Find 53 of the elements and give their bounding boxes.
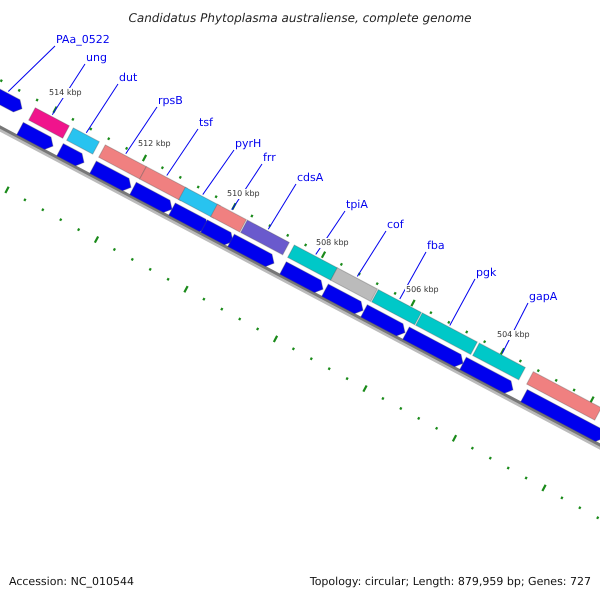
scale-label: 504 kbp	[496, 330, 531, 340]
coding-sequence-block	[279, 261, 324, 294]
coding-sequence-block	[459, 356, 514, 394]
coding-sequence-block	[227, 234, 275, 268]
gene-label: frr	[263, 152, 276, 163]
gene-label: tsf	[199, 117, 213, 128]
coding-sequence-block	[402, 326, 464, 368]
gene-label: dut	[119, 72, 138, 83]
gene-block	[526, 371, 600, 421]
leader-line	[399, 252, 426, 300]
gene-label: rpsB	[158, 95, 183, 106]
diagram-title: Candidatus Phytoplasma australiense, complete genome	[127, 12, 473, 24]
gene-block	[210, 204, 247, 233]
leader-line	[166, 128, 198, 176]
coding-sequence-block	[56, 142, 85, 166]
gene-block	[330, 267, 378, 302]
scale-label: 512 kbp	[137, 139, 172, 149]
gene-label: cof	[387, 219, 404, 230]
footer-text: Topology: circular; Length: 879,959 bp; Genes: 727	[310, 576, 591, 587]
gene-label: PAa_0522	[56, 34, 110, 45]
scale-label: 514 kbp	[48, 88, 83, 98]
gene-label: gapA	[529, 291, 558, 302]
gene-block	[66, 127, 100, 155]
gene-block	[415, 312, 478, 356]
gene-label: tpiA	[346, 199, 368, 210]
coding-sequence-block	[360, 304, 406, 337]
gene-block	[240, 219, 290, 256]
gene-label: cdsA	[297, 172, 324, 183]
leader-line	[356, 230, 386, 277]
coding-sequence-block	[16, 122, 54, 150]
footer-text: Accession: NC_010544	[9, 576, 134, 587]
gene-label: pgk	[476, 267, 496, 278]
coding-sequence-block	[200, 219, 234, 246]
leader-line	[268, 184, 296, 230]
gene-block	[472, 342, 526, 380]
scale-label: 510 kbp	[226, 189, 261, 199]
scale-label: 508 kbp	[315, 238, 350, 248]
coding-sequence-block	[168, 202, 209, 232]
leader-line	[449, 278, 476, 326]
coding-sequence-block	[129, 182, 173, 214]
leader-line	[125, 106, 158, 154]
leader-line	[8, 46, 56, 92]
coding-sequence-block	[520, 388, 600, 442]
gene-label: pyrH	[235, 138, 262, 149]
leader-line	[86, 84, 118, 134]
leader-line	[202, 150, 234, 196]
gene-block	[139, 166, 188, 202]
coding-sequence-block	[321, 283, 364, 314]
gene-label: fba	[427, 240, 445, 251]
scale-label: 506 kbp	[405, 285, 440, 295]
coding-sequence-block	[89, 160, 132, 192]
gene-block	[28, 107, 70, 139]
gene-label: ung	[86, 52, 107, 63]
